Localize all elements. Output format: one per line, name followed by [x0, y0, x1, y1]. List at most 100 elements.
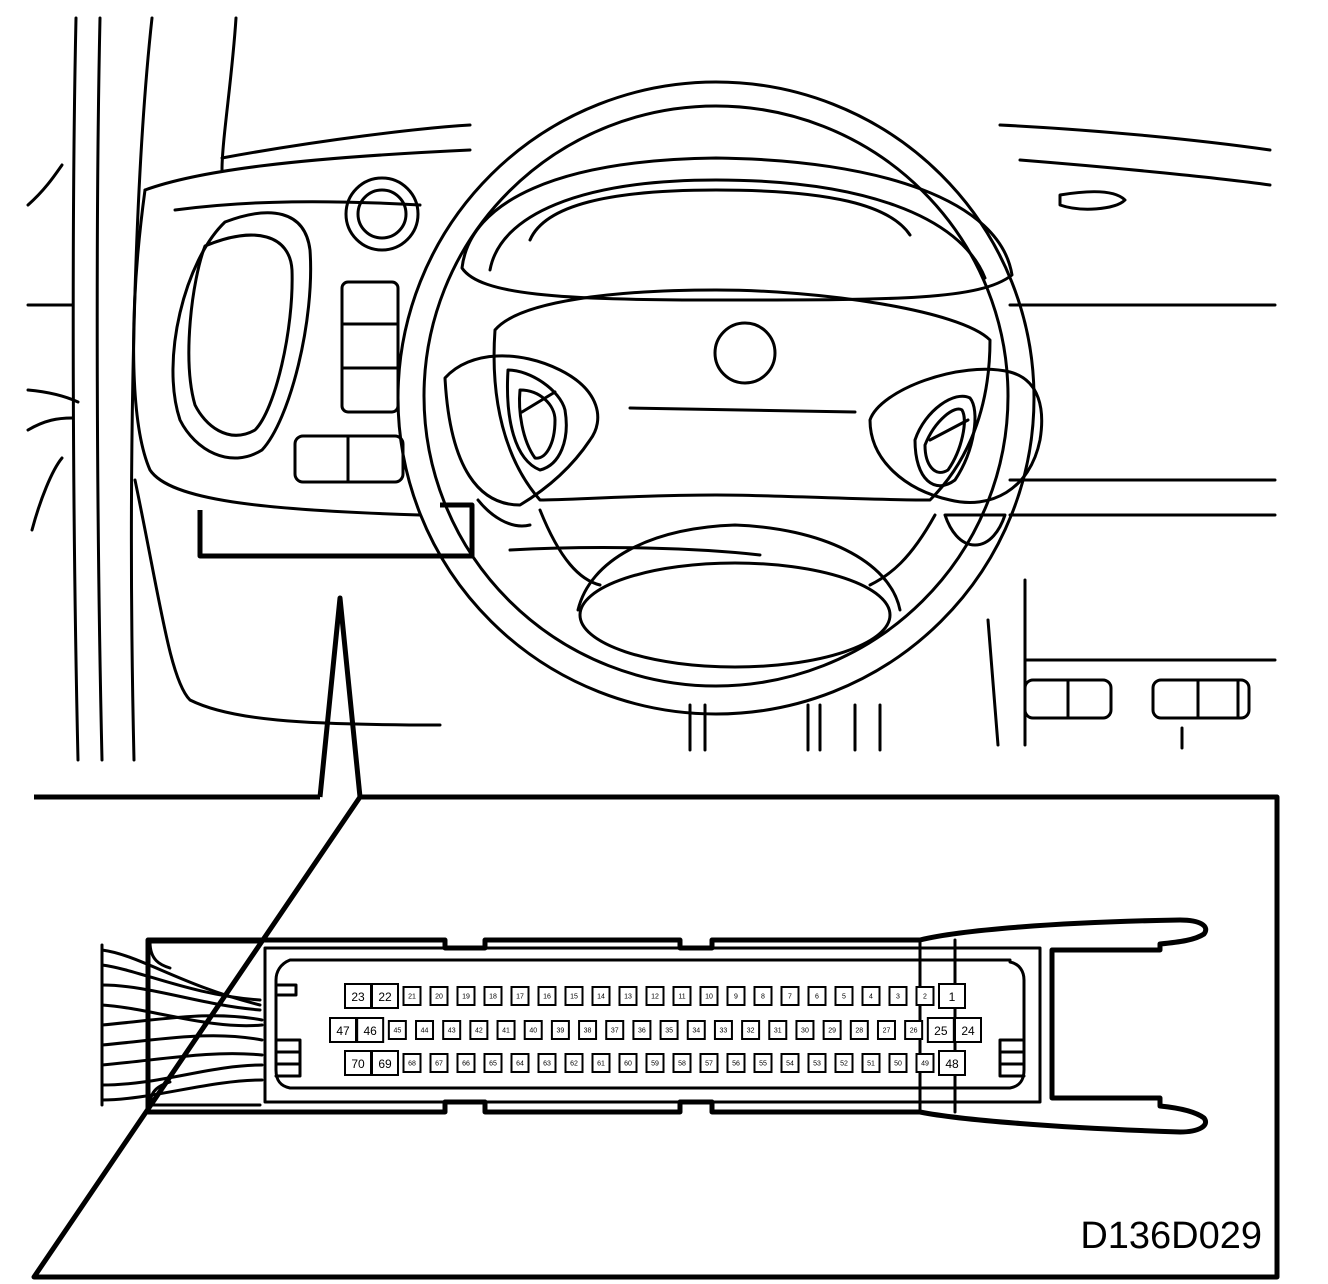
- pin-number: 50: [894, 1061, 902, 1068]
- connector-pin: 66: [456, 1053, 476, 1073]
- pin-number: 22: [378, 990, 392, 1004]
- connector-pin: 45: [387, 1020, 407, 1040]
- pin-number: 39: [556, 1028, 564, 1035]
- connector-pin: 9: [726, 986, 746, 1006]
- connector-pin: 59: [645, 1053, 665, 1073]
- pin-number: 38: [584, 1028, 592, 1035]
- pin-number: 56: [732, 1061, 740, 1068]
- connector-pin: 47: [329, 1017, 357, 1043]
- connector-pin: 53: [807, 1053, 827, 1073]
- pin-number: 18: [489, 994, 497, 1001]
- pin-number: 28: [855, 1028, 863, 1035]
- pin-number: 1: [949, 990, 956, 1004]
- connector-pin: 35: [659, 1020, 679, 1040]
- pin-number: 20: [435, 994, 443, 1001]
- connector-pin: 13: [618, 986, 638, 1006]
- connector-pin: 62: [564, 1053, 584, 1073]
- connector-pin: 36: [632, 1020, 652, 1040]
- connector-pin: 67: [429, 1053, 449, 1073]
- connector-pin: 11: [672, 986, 692, 1006]
- connector-pin: 31: [768, 1020, 788, 1040]
- pin-number: 63: [543, 1061, 551, 1068]
- pin-number: 13: [624, 994, 632, 1001]
- connector-pin: 28: [849, 1020, 869, 1040]
- pin-number: 6: [815, 994, 819, 1001]
- connector-pin: 4: [861, 986, 881, 1006]
- connector-pin: 27: [876, 1020, 896, 1040]
- pin-number: 34: [692, 1028, 700, 1035]
- pin-number: 17: [516, 994, 524, 1001]
- connector-pin: 12: [645, 986, 665, 1006]
- connector-pin: 70: [344, 1050, 372, 1076]
- connector-pin: 39: [550, 1020, 570, 1040]
- pin-number: 32: [747, 1028, 755, 1035]
- pin-number: 37: [611, 1028, 619, 1035]
- connector-pin: 54: [780, 1053, 800, 1073]
- connector-pin: 19: [456, 986, 476, 1006]
- pin-number: 14: [597, 994, 605, 1001]
- connector-pin: 68: [402, 1053, 422, 1073]
- pin-number: 58: [678, 1061, 686, 1068]
- pin-number: 40: [529, 1028, 537, 1035]
- callout-leader: [317, 595, 363, 798]
- pin-number: 30: [801, 1028, 809, 1035]
- connector-pin: 58: [672, 1053, 692, 1073]
- pin-number: 59: [651, 1061, 659, 1068]
- connector-pin: 21: [402, 986, 422, 1006]
- connector-pin: 43: [442, 1020, 462, 1040]
- pin-number: 12: [651, 994, 659, 1001]
- pin-number: 47: [336, 1024, 350, 1038]
- connector-pin: 65: [483, 1053, 503, 1073]
- pin-number: 43: [448, 1028, 456, 1035]
- pin-number: 26: [910, 1028, 918, 1035]
- pin-number: 21: [408, 994, 416, 1001]
- connector-pin: 17: [510, 986, 530, 1006]
- connector-pin: 48: [938, 1050, 966, 1076]
- connector-pin: 10: [699, 986, 719, 1006]
- connector-pin: 33: [713, 1020, 733, 1040]
- pin-number: 54: [786, 1061, 794, 1068]
- connector-pin: 46: [356, 1017, 385, 1043]
- pin-number: 25: [934, 1024, 948, 1038]
- pin-number: 33: [720, 1028, 728, 1035]
- pin-number: 66: [462, 1061, 470, 1068]
- pin-number: 23: [351, 990, 365, 1004]
- pin-number: 10: [705, 994, 713, 1001]
- connector-pin: 6: [807, 986, 827, 1006]
- pin-number: 69: [378, 1057, 392, 1071]
- connector-pin: 30: [795, 1020, 815, 1040]
- pin-number: 70: [351, 1057, 365, 1071]
- connector-pin: 37: [605, 1020, 625, 1040]
- pin-number: 55: [759, 1061, 767, 1068]
- pin-number: 68: [408, 1061, 416, 1068]
- pin-number: 65: [489, 1061, 497, 1068]
- pin-number: 8: [761, 994, 765, 1001]
- pin-number: 49: [921, 1061, 929, 1068]
- connector-pin: 18: [483, 986, 503, 1006]
- pin-number: 62: [570, 1061, 578, 1068]
- pin-number: 61: [597, 1061, 605, 1068]
- connector-pin: 42: [469, 1020, 489, 1040]
- pin-number: 2: [923, 994, 927, 1001]
- pin-number: 19: [462, 994, 470, 1001]
- connector-pin: 49: [915, 1053, 935, 1073]
- connector-pin: 8: [753, 986, 773, 1006]
- connector-pin: 24: [954, 1017, 982, 1043]
- connector-pin: 26: [904, 1020, 924, 1040]
- connector-pin: 2: [915, 986, 935, 1006]
- pin-number: 29: [828, 1028, 836, 1035]
- connector-inset-box: [31, 794, 1280, 1280]
- connector-pin: 55: [753, 1053, 773, 1073]
- connector-pin: 29: [822, 1020, 842, 1040]
- connector-pin: 22: [371, 983, 399, 1009]
- connector-pin: 51: [861, 1053, 881, 1073]
- connector-pin: 69: [371, 1050, 399, 1076]
- connector-pin: 40: [523, 1020, 543, 1040]
- pin-number: 11: [678, 994, 685, 1001]
- connector-pin: 57: [699, 1053, 719, 1073]
- pin-number: 53: [813, 1061, 821, 1068]
- pin-number: 36: [638, 1028, 646, 1035]
